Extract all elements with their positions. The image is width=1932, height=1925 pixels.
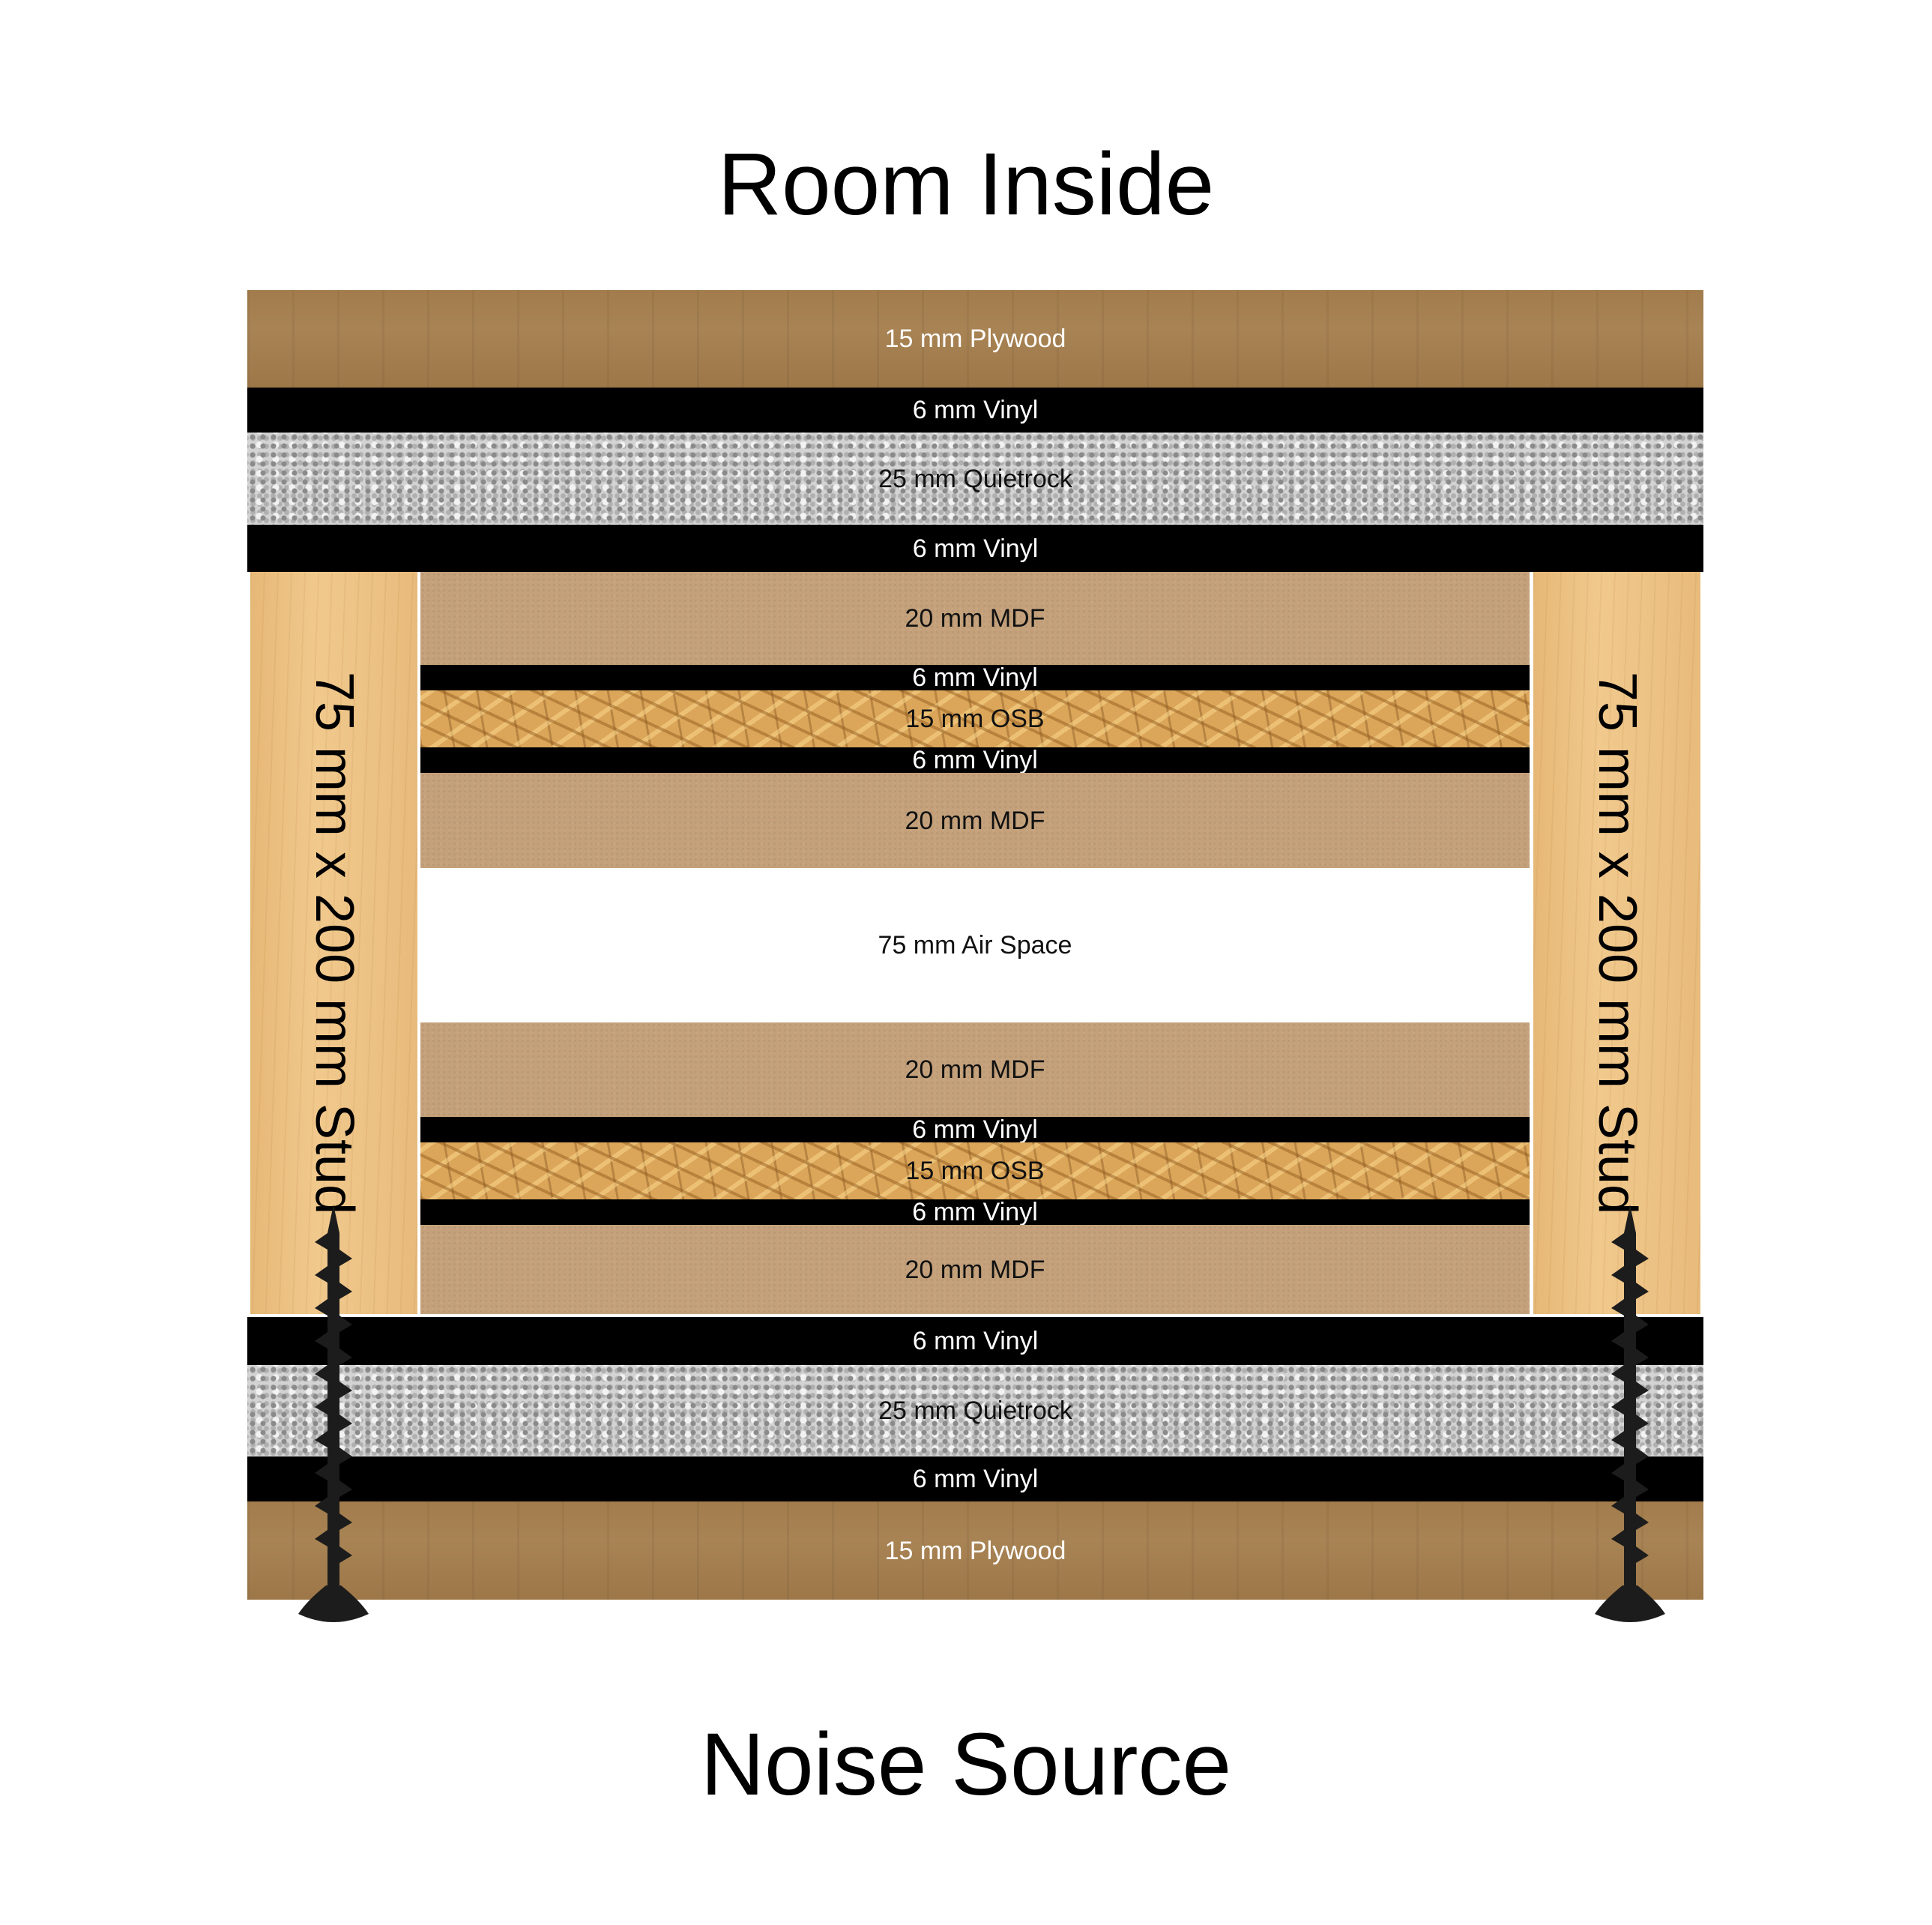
vinyl-layer-4: 6 mm Vinyl [420,747,1530,773]
quietrock-top-label: 25 mm Quietrock [878,464,1072,493]
mdf-2-label: 20 mm MDF [905,806,1045,835]
plywood-layer-bottom: 15 mm Plywood [247,1501,1703,1600]
mdf-layer-4: 20 mm MDF [420,1225,1530,1314]
air-space-label: 75 mm Air Space [878,931,1072,960]
mdf-layer-1: 20 mm MDF [420,572,1530,665]
stud-right-label: 75 mm x 200 mm Stud [1587,671,1647,1215]
plywood-layer-top: 15 mm Plywood [247,290,1703,388]
stud-left-label: 75 mm x 200 mm Stud [304,671,364,1215]
vinyl-2-label: 6 mm Vinyl [912,534,1039,563]
quietrock-layer-bottom: 25 mm Quietrock [247,1365,1703,1456]
stud-right: 75 mm x 200 mm Stud [1533,572,1700,1314]
quietrock-bottom-label: 25 mm Quietrock [878,1397,1072,1425]
vinyl-layer-2: 6 mm Vinyl [247,525,1703,572]
vinyl-layer-1: 6 mm Vinyl [247,388,1703,433]
mdf-4-label: 20 mm MDF [905,1255,1045,1284]
vinyl-7-label: 6 mm Vinyl [912,1327,1039,1355]
mdf-1-label: 20 mm MDF [905,604,1045,633]
plywood-top-label: 15 mm Plywood [884,325,1066,353]
vinyl-layer-6: 6 mm Vinyl [420,1199,1530,1225]
osb-2-label: 15 mm OSB [905,1157,1045,1185]
vinyl-5-label: 6 mm Vinyl [912,1115,1038,1144]
osb-1-label: 15 mm OSB [905,705,1045,733]
mdf-layer-3: 20 mm MDF [420,1022,1530,1117]
vinyl-layer-8: 6 mm Vinyl [247,1456,1703,1501]
vinyl-layer-7: 6 mm Vinyl [247,1317,1703,1365]
vinyl-4-label: 6 mm Vinyl [912,746,1038,774]
vinyl-3-label: 6 mm Vinyl [912,663,1038,692]
screw-left-icon [298,1205,369,1622]
stud-left: 75 mm x 200 mm Stud [250,572,417,1314]
mdf-3-label: 20 mm MDF [905,1055,1045,1084]
mdf-layer-2: 20 mm MDF [420,773,1530,868]
vinyl-6-label: 6 mm Vinyl [912,1198,1038,1226]
noise-source-title: Noise Source [700,1715,1232,1814]
osb-layer-2: 15 mm OSB [420,1142,1530,1199]
vinyl-layer-3: 6 mm Vinyl [420,665,1530,690]
plywood-bottom-label: 15 mm Plywood [884,1536,1066,1565]
air-space-layer: 75 mm Air Space [420,868,1530,1022]
vinyl-1-label: 6 mm Vinyl [912,396,1039,424]
vinyl-layer-5: 6 mm Vinyl [420,1117,1530,1142]
room-inside-title: Room Inside [717,135,1215,234]
vinyl-8-label: 6 mm Vinyl [912,1465,1039,1493]
quietrock-layer-top: 25 mm Quietrock [247,433,1703,525]
osb-layer-1: 15 mm OSB [420,690,1530,747]
screw-right-icon [1595,1205,1665,1622]
